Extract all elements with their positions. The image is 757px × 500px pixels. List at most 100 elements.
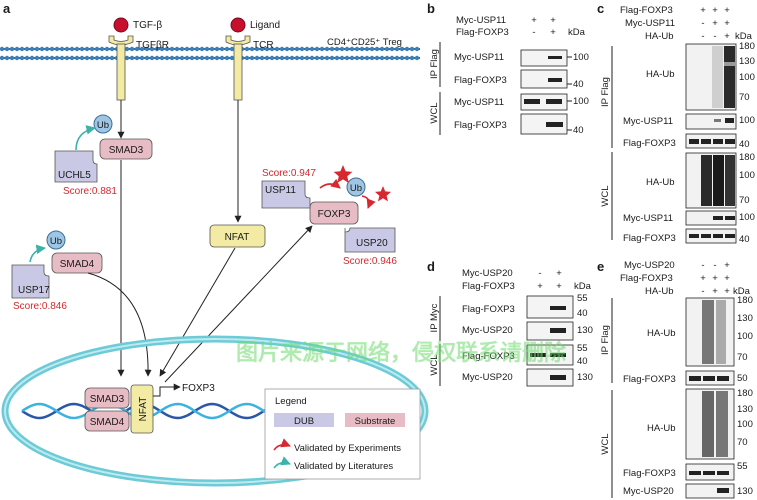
ub-icon <box>93 114 113 134</box>
ub-icon <box>346 177 366 197</box>
svg-text:100: 100 <box>737 331 753 342</box>
svg-text:Myc-USP11: Myc-USP11 <box>623 116 673 127</box>
smad4-label: SMAD4 <box>60 259 95 270</box>
svg-text:-: - <box>701 31 704 42</box>
svg-text:+: + <box>556 268 562 279</box>
svg-text:HA-Ub: HA-Ub <box>646 69 675 80</box>
legend: Legend DUB Substrate Validated by Experi… <box>264 388 421 480</box>
svg-text:100: 100 <box>737 419 753 430</box>
svg-text:IP Flag: IP Flag <box>600 325 611 355</box>
svg-text:+: + <box>724 31 730 42</box>
svg-text:Flag-FOXP3: Flag-FOXP3 <box>456 27 509 38</box>
usp20-label: USP20 <box>356 238 388 249</box>
svg-text:+: + <box>724 5 730 16</box>
tgfb-label: TGF-β <box>133 20 162 31</box>
cell-membrane <box>0 46 420 61</box>
svg-text:+: + <box>556 281 562 292</box>
svg-text:55: 55 <box>577 343 588 354</box>
svg-text:Flag-FOXP3: Flag-FOXP3 <box>623 374 676 385</box>
foxp3-protein <box>309 201 359 225</box>
svg-text:kDa: kDa <box>568 27 586 38</box>
usp17-dub <box>11 264 50 299</box>
svg-text:-: - <box>701 260 704 271</box>
uchl5-dub <box>54 150 98 183</box>
svg-text:+: + <box>724 260 730 271</box>
svg-text:70: 70 <box>739 92 750 103</box>
smad3-nucleus <box>84 387 130 409</box>
svg-text:IP Flag: IP Flag <box>600 77 611 107</box>
svg-text:50: 50 <box>737 373 748 384</box>
svg-text:40: 40 <box>739 234 750 245</box>
svg-text:180: 180 <box>737 388 753 399</box>
cell-type-label: CD4⁺CD25⁺ Treg <box>327 37 402 48</box>
svg-text:130: 130 <box>577 372 593 383</box>
svg-text:Flag-FOXP3: Flag-FOXP3 <box>620 5 673 16</box>
svg-text:40: 40 <box>573 79 584 90</box>
svg-text:Myc-USP11: Myc-USP11 <box>454 97 504 108</box>
svg-text:180: 180 <box>739 152 755 163</box>
svg-text:Ub: Ub <box>50 236 62 247</box>
blot-ip-usp11 <box>520 49 568 67</box>
svg-text:HA-Ub: HA-Ub <box>646 177 675 188</box>
svg-text:SMAD4: SMAD4 <box>90 417 125 428</box>
svg-text:Flag-FOXP3: Flag-FOXP3 <box>462 351 515 362</box>
svg-text:Myc-USP11: Myc-USP11 <box>456 15 506 26</box>
svg-text:Myc-USP11: Myc-USP11 <box>625 18 675 29</box>
svg-text:100: 100 <box>573 96 589 107</box>
panel-d: d Myc-USP20 - + Flag-FOXP3 + + kDa IP My… <box>427 259 593 387</box>
svg-text:40: 40 <box>573 125 584 136</box>
svg-text:55: 55 <box>577 293 588 304</box>
svg-text:+: + <box>712 18 718 29</box>
svg-text:IP Flag: IP Flag <box>429 49 440 79</box>
svg-text:NFAT: NFAT <box>138 397 149 422</box>
tgfbr-label: TGFβR <box>136 40 169 51</box>
svg-text:130: 130 <box>737 486 753 497</box>
svg-text:kDa: kDa <box>733 286 751 297</box>
svg-text:-: - <box>538 268 541 279</box>
usp11-dub <box>261 180 311 209</box>
panel-e: e Myc-USP20 - - + Flag-FOXP3 + + + HA-Ub… <box>597 259 753 499</box>
blot-wcl-usp20-e <box>685 483 735 499</box>
svg-text:IP Myc: IP Myc <box>429 303 440 332</box>
svg-text:-: - <box>532 27 535 38</box>
svg-text:+: + <box>550 15 556 26</box>
blot-ip-foxp3 <box>520 69 568 89</box>
panel-letter-b: b <box>427 1 435 16</box>
uchl5-label: UCHL5 <box>58 170 91 181</box>
smad3-label: SMAD3 <box>109 145 144 156</box>
svg-text:Myc-USP20: Myc-USP20 <box>462 268 513 279</box>
svg-text:180: 180 <box>739 41 755 52</box>
panel-letter-c: c <box>597 1 604 16</box>
foxp3-gene-label: FOXP3 <box>182 383 215 394</box>
svg-text:+: + <box>724 18 730 29</box>
blot-wcl-usp11-c <box>685 210 737 226</box>
svg-text:HA-Ub: HA-Ub <box>647 328 676 339</box>
svg-text:WCL: WCL <box>600 433 611 454</box>
svg-text:Flag-FOXP3: Flag-FOXP3 <box>620 273 673 284</box>
usp11-label: USP11 <box>265 185 296 196</box>
watermark: 图片来源于网络，侵权联系请删除 <box>236 340 567 366</box>
svg-text:Myc-USP20: Myc-USP20 <box>623 486 674 497</box>
svg-text:SMAD3: SMAD3 <box>90 394 125 405</box>
svg-text:Myc-USP11: Myc-USP11 <box>454 52 504 63</box>
smad4-nucleus <box>84 410 130 432</box>
svg-text:Flag-FOXP3: Flag-FOXP3 <box>454 120 507 131</box>
svg-text:40: 40 <box>577 356 588 367</box>
svg-text:+: + <box>700 273 706 284</box>
tcr-label: TCR <box>253 40 274 51</box>
svg-text:+: + <box>724 273 730 284</box>
svg-text:-: - <box>701 18 704 29</box>
svg-text:+: + <box>550 27 556 38</box>
svg-text:+: + <box>700 5 706 16</box>
svg-text:100: 100 <box>739 170 755 181</box>
svg-text:40: 40 <box>739 139 750 150</box>
svg-text:40: 40 <box>577 308 588 319</box>
svg-text:180: 180 <box>737 295 753 306</box>
svg-text:Ub: Ub <box>97 120 109 131</box>
legend-substrate: Substrate <box>355 416 396 427</box>
svg-text:Flag-FOXP3: Flag-FOXP3 <box>462 304 515 315</box>
usp11-score: Score:0.947 <box>262 168 316 179</box>
svg-text:-: - <box>713 260 716 271</box>
svg-text:55: 55 <box>737 461 748 472</box>
